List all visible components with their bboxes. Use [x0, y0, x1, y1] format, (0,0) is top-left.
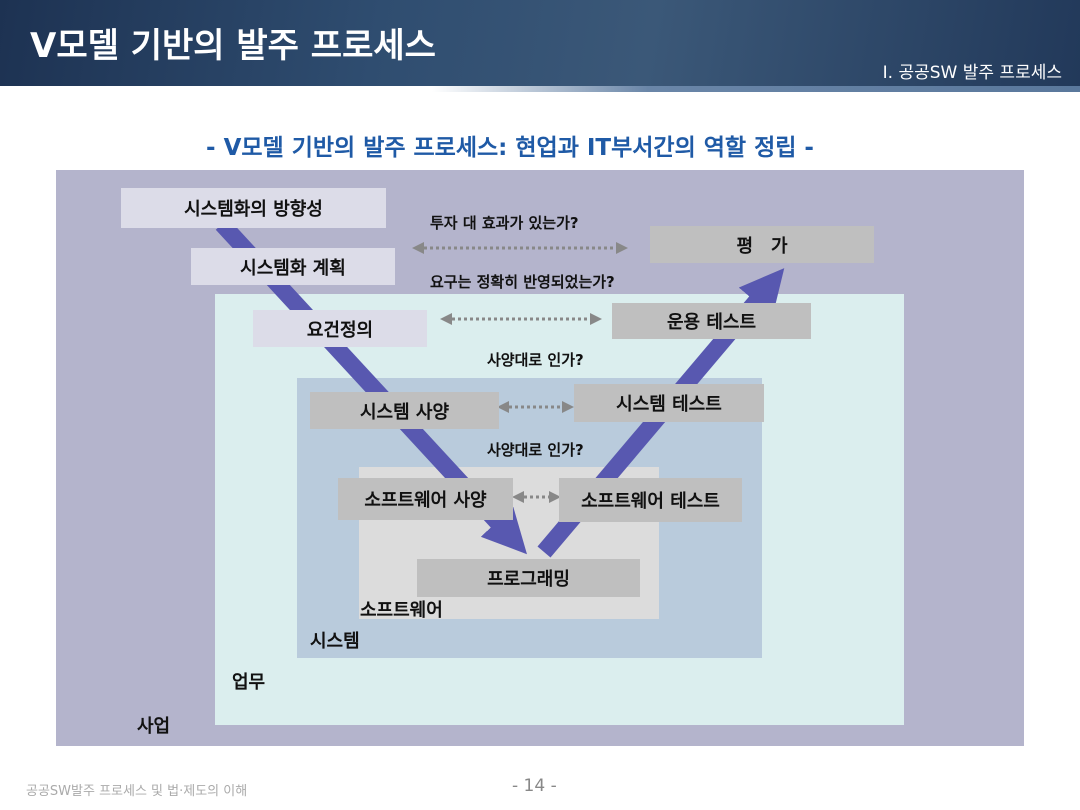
level-project: 사업 — [137, 716, 171, 737]
stage-programming: 프로그래밍 — [417, 559, 640, 597]
stage-sw-spec: 소프트웨어 사양 — [338, 478, 513, 520]
footer-doc-title: 공공SW발주 프로세스 및 법·제도의 이해 — [26, 784, 248, 799]
level-software: 소프트웨어 — [360, 600, 443, 621]
page-title: V모델 기반의 발주 프로세스 — [30, 26, 436, 66]
diagram-subtitle: - V모델 기반의 발주 프로세스: 현업과 IT부서간의 역할 정립 - — [206, 135, 814, 161]
stage-sw-test: 소프트웨어 테스트 — [559, 478, 742, 522]
level-system: 시스템 — [310, 631, 360, 652]
question-spec-sw: 사양대로 인가? — [487, 441, 584, 459]
page-number: - 14 - — [512, 776, 557, 796]
stage-sys-test: 시스템 테스트 — [574, 384, 764, 422]
stage-evaluation: 평 가 — [650, 226, 874, 263]
stage-requirements: 요건정의 — [253, 310, 427, 347]
stage-ops-test: 운용 테스트 — [612, 303, 811, 339]
header-banner — [0, 0, 1080, 86]
question-req: 요구는 정확히 반영되었는가? — [430, 273, 615, 291]
level-business: 업무 — [232, 672, 266, 693]
stage-direction: 시스템화의 방향성 — [121, 188, 386, 228]
stage-planning: 시스템화 계획 — [191, 248, 395, 285]
question-spec-sys: 사양대로 인가? — [487, 351, 584, 369]
section-label: Ⅰ. 공공SW 발주 프로세스 — [882, 63, 1062, 83]
stage-sys-spec: 시스템 사양 — [310, 392, 499, 429]
header-divider — [0, 86, 1080, 92]
question-roi: 투자 대 효과가 있는가? — [430, 214, 579, 232]
